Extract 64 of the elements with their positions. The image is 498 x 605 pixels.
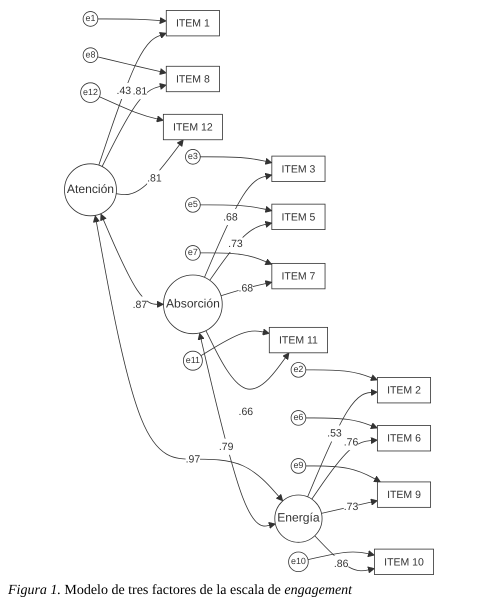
arrow	[307, 388, 378, 498]
arrow	[305, 369, 378, 382]
node-box: ITEM 12	[162, 114, 223, 140]
edge-label: .53	[327, 426, 342, 440]
arrow	[200, 204, 272, 213]
arrow	[99, 96, 164, 122]
arrow	[308, 550, 375, 560]
edge-label: .68	[223, 210, 238, 223]
node-box: ITEM 10	[374, 548, 434, 575]
edge-label: .73	[344, 500, 358, 513]
node-box: ITEM 2	[376, 377, 431, 404]
node-box: ITEM 6	[376, 425, 431, 452]
node-box: ITEM 8	[166, 66, 220, 92]
edge-label: .81	[147, 172, 162, 184]
node-circle: e5	[185, 197, 201, 213]
arrow	[209, 220, 272, 281]
edge-label: .66	[238, 405, 254, 418]
edge-label: .87	[132, 298, 148, 310]
arrow	[100, 214, 164, 308]
edge-label: .43	[116, 84, 132, 97]
arrow	[102, 82, 167, 167]
node-circle: Absorción	[163, 274, 223, 334]
edge-label: .76	[344, 436, 358, 448]
node-circle: Energía	[274, 494, 322, 543]
arrow	[220, 280, 272, 296]
node-circle: e9	[290, 458, 306, 474]
arrow	[204, 172, 272, 278]
arrow	[305, 466, 381, 482]
arrow	[200, 328, 270, 356]
node-box: ITEM 1	[166, 10, 220, 36]
node-box: ITEM 3	[271, 156, 326, 182]
node-box: ITEM 9	[376, 482, 431, 508]
arrow	[97, 17, 167, 24]
arrow	[314, 535, 375, 574]
node-circle: e8	[82, 47, 98, 63]
edge-label: .97	[186, 452, 200, 465]
arrow	[198, 332, 276, 529]
node-box: ITEM 7	[271, 262, 326, 290]
arrow	[200, 252, 272, 266]
arrow	[92, 215, 284, 502]
arrow	[97, 56, 167, 75]
node-circle: e1	[82, 11, 98, 27]
arrow	[98, 32, 167, 166]
node-box: ITEM 11	[268, 326, 328, 354]
arrow	[200, 156, 272, 165]
node-circle: e11	[182, 350, 203, 371]
arrow	[116, 139, 184, 196]
node-circle: e7	[185, 245, 201, 261]
edge-label: .86	[334, 557, 348, 570]
edge-label: .68	[238, 282, 254, 294]
figure-caption: Figura 1. Modelo de tres factores de la escala de engagement	[8, 583, 354, 599]
edge-label: .73	[228, 237, 243, 250]
edge-label: .81	[132, 84, 148, 97]
node-box: ITEM 5	[271, 204, 326, 230]
node-circle: e10	[288, 552, 309, 572]
node-circle: e3	[185, 149, 201, 165]
node-circle: e6	[290, 410, 306, 426]
node-circle: e2	[290, 362, 306, 378]
arrow	[206, 330, 290, 390]
arrow	[305, 418, 378, 430]
edge-label: .79	[218, 440, 234, 452]
arrow	[311, 437, 378, 500]
node-circle: e12	[80, 82, 101, 103]
node-circle: Atención	[64, 163, 117, 216]
